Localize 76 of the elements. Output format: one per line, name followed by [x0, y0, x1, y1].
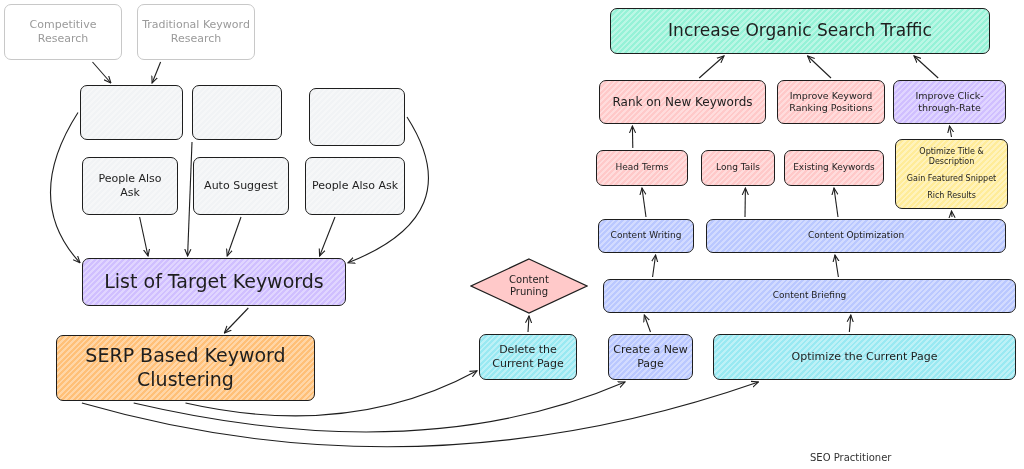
arrow	[913, 55, 939, 79]
node-label: Traditional Keyword Research	[142, 18, 250, 46]
arrow	[91, 61, 112, 84]
arrow	[698, 55, 725, 79]
arrow	[741, 187, 749, 218]
process-box	[701, 150, 775, 186]
process-box	[608, 334, 693, 380]
arrow	[639, 187, 647, 218]
list-item-text: Rich Results	[927, 191, 976, 201]
arrow	[151, 61, 162, 84]
list-item-text: Gain Featured Snippet	[906, 174, 997, 184]
process-box	[895, 139, 1008, 209]
node-label: Content Pruning	[508, 273, 550, 299]
decision-diamond	[470, 258, 588, 314]
node-label: People Also Ask	[97, 172, 163, 200]
node-label: Content Optimization	[807, 230, 905, 242]
arrow	[184, 370, 478, 417]
node-label: Optimize the Current Page	[791, 350, 938, 364]
arrow	[318, 216, 336, 257]
process-box	[193, 157, 289, 215]
node-label: People Also Ask	[311, 179, 399, 193]
arrow	[807, 55, 832, 79]
process-box	[309, 88, 405, 146]
process-box	[82, 157, 178, 215]
process-box	[893, 80, 1006, 124]
process-box	[610, 8, 990, 54]
arrow	[948, 210, 956, 219]
process-box	[137, 4, 255, 60]
process-box	[706, 219, 1006, 253]
arrow	[49, 111, 81, 264]
process-box	[784, 150, 884, 186]
process-box	[192, 85, 282, 140]
arrow	[133, 381, 626, 433]
arrow	[628, 125, 637, 149]
arrow	[139, 216, 151, 257]
process-box	[713, 334, 1016, 380]
node-label: Competitive Research	[28, 18, 98, 46]
arrow	[643, 314, 652, 333]
arrow	[651, 254, 659, 278]
node-label: Increase Organic Search Traffic	[668, 20, 932, 42]
process-box	[56, 335, 315, 401]
arrow	[226, 216, 242, 257]
node-label: Rank on New Keywords	[612, 94, 753, 110]
arrow	[524, 315, 533, 333]
node-label: Delete the Current Page	[491, 343, 565, 371]
process-box	[599, 80, 766, 124]
process-box	[479, 334, 577, 380]
arrow	[223, 307, 249, 334]
node-label: Existing Keywords	[793, 162, 875, 174]
arrow	[184, 141, 193, 257]
node-label: SERP Based Keyword Clustering	[84, 344, 287, 392]
arrow	[947, 125, 955, 138]
process-box	[603, 279, 1016, 313]
node-label: Head Terms	[615, 162, 669, 174]
arrow	[846, 314, 854, 333]
node-label: Content Briefing	[772, 290, 847, 302]
arrow	[81, 380, 759, 448]
arrow	[347, 116, 429, 264]
process-box	[777, 80, 885, 124]
process-box	[80, 85, 183, 140]
node-label: Improve Click-through-Rate	[914, 90, 985, 114]
node-label: Create a New Page	[613, 343, 688, 371]
node-label: Long Tails	[716, 162, 760, 174]
list-item-text: Optimize Title & Description	[918, 147, 985, 167]
node-label: List of Target Keywords	[104, 270, 324, 294]
node-label: Improve Keyword Ranking Positions	[788, 90, 874, 114]
arrow	[831, 187, 839, 218]
author-note: SEO Practitioner	[810, 452, 892, 463]
process-box	[596, 150, 688, 186]
process-box	[82, 258, 346, 306]
process-box	[4, 4, 122, 60]
process-box	[305, 157, 405, 215]
node-label: Content Writing	[610, 230, 682, 242]
node-label: Auto Suggest	[204, 179, 278, 193]
arrow	[832, 254, 840, 278]
process-box	[598, 219, 694, 253]
